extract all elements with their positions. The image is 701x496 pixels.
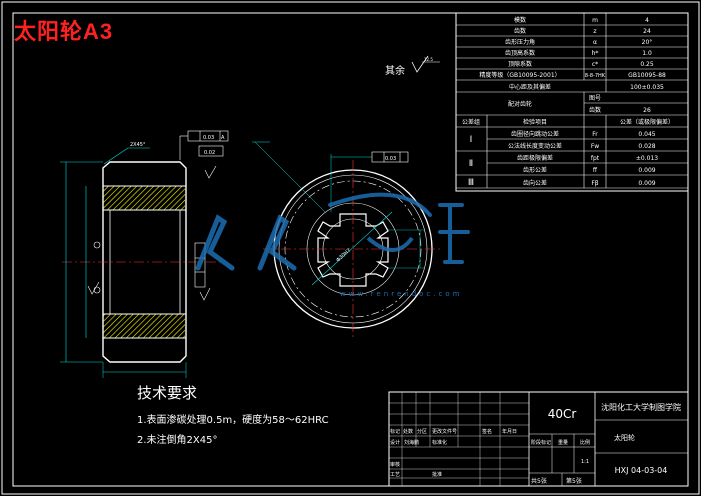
g1-item1-val: 0.045 bbox=[638, 131, 655, 138]
roughness-symbol-icon bbox=[411, 55, 440, 73]
row-val-4: 0.25 bbox=[640, 61, 654, 68]
row-sym-5: 8-8-7HK bbox=[585, 73, 606, 79]
tb-scale-value: 1:1 bbox=[581, 459, 589, 465]
tb-sign: 签名 bbox=[482, 428, 492, 435]
tb-design: 设计 bbox=[390, 439, 400, 446]
row-sym-0: m bbox=[592, 17, 598, 24]
tb-approve: 批准 bbox=[432, 471, 442, 478]
mesh-label: 配对齿轮 bbox=[508, 100, 532, 108]
row-val-3: 1.0 bbox=[642, 50, 652, 57]
tech-title: 技术要求 bbox=[137, 384, 197, 402]
row-name-2: 齿形压力角 bbox=[505, 38, 535, 46]
tooth-band-bottom bbox=[103, 314, 185, 338]
tb-craft: 工艺 bbox=[390, 472, 400, 478]
runout-right-label: 0.03 bbox=[385, 156, 396, 162]
tb-date: 年月日 bbox=[502, 428, 517, 435]
front-view bbox=[252, 141, 443, 338]
chamfer-label: 2X45° bbox=[130, 142, 146, 148]
row-sym-2: α bbox=[593, 39, 597, 46]
row-name-5: 精度等级（GB10095-2001） bbox=[479, 71, 560, 79]
row-sym-4: c* bbox=[592, 61, 598, 68]
g1-item1-sym: Fr bbox=[592, 131, 598, 138]
mesh-val: 26 bbox=[643, 107, 651, 114]
watermark-logo-icon bbox=[195, 192, 470, 271]
tb-school: 沈阳化工大学制图学院 bbox=[601, 402, 681, 412]
g3-item1-val: 0.009 bbox=[638, 180, 655, 187]
tb-count: 处数 bbox=[403, 428, 413, 435]
g2-item1-name: 齿距极限偏差 bbox=[517, 154, 553, 162]
tb-mark: 标记 bbox=[390, 428, 400, 435]
group-roman-1: Ⅰ bbox=[470, 135, 473, 145]
value-header: 公差（或极限偏差） bbox=[620, 118, 674, 126]
tb-zone: 分区 bbox=[417, 428, 427, 435]
row-val-5: GB10095-88 bbox=[628, 72, 666, 79]
g1-item1-name: 齿圈径向跳动公差 bbox=[511, 130, 559, 138]
g2-item1-val: ±0.013 bbox=[636, 155, 658, 162]
group-roman-3: Ⅲ bbox=[468, 178, 474, 188]
page-title: 太阳轮A3 bbox=[14, 19, 114, 44]
mesh-col2: 齿数 bbox=[589, 106, 601, 114]
tb-weight-label: 重量 bbox=[558, 439, 568, 446]
tb-sheet-no: 第5张 bbox=[566, 477, 582, 485]
group-header: 公差组 bbox=[462, 118, 480, 126]
g1-item2-sym: Fw bbox=[591, 143, 599, 150]
g2-item2-sym: ff bbox=[593, 167, 598, 174]
g3-item1-name: 齿向公差 bbox=[523, 179, 547, 187]
row-val-0: 4 bbox=[645, 17, 649, 24]
row-val-2: 20° bbox=[642, 39, 653, 46]
tb-part-name: 太阳轮 bbox=[614, 433, 635, 442]
tb-designer: 刘海鹏 bbox=[404, 439, 419, 446]
g2-item2-val: 0.009 bbox=[638, 167, 655, 174]
row-sym-1: z bbox=[593, 28, 596, 35]
row-name-1: 齿数 bbox=[514, 27, 526, 35]
g3-item1-sym: Fβ bbox=[591, 180, 598, 187]
tb-std: 标准化 bbox=[432, 439, 447, 446]
tooth-band-top bbox=[103, 186, 185, 210]
group-roman-2: Ⅱ bbox=[469, 159, 473, 169]
tech-note-1: 1.表面渗碳处理0.5m，硬度为58～62HRC bbox=[137, 413, 329, 426]
watermark-url: www.renrendoc.com bbox=[340, 290, 462, 298]
row-val-6: 100±0.035 bbox=[630, 84, 664, 91]
tb-drawing-no: HXJ 04-03-04 bbox=[615, 466, 668, 475]
tb-check: 审核 bbox=[390, 461, 400, 468]
mesh-col1: 图号 bbox=[589, 95, 601, 102]
row-name-0: 模数 bbox=[514, 16, 526, 24]
tb-change-doc: 更改文件号 bbox=[432, 428, 457, 435]
side-view bbox=[60, 130, 229, 378]
row-name-4: 顶隙系数 bbox=[508, 60, 532, 68]
inner-frame bbox=[12, 12, 689, 487]
row-name-6: 中心距及其偏差 bbox=[509, 83, 551, 91]
row-sym-3: h* bbox=[592, 50, 599, 57]
rest-label: 其余 bbox=[385, 64, 405, 77]
title-block: 标记 处数 分区 更改文件号 签名 年月日 设计 刘海鹏 标准化 审核 工艺 批… bbox=[388, 391, 689, 487]
rest-roughness-value: 12.5 bbox=[424, 57, 433, 62]
tech-note-2: 2.未注倒角2X45° bbox=[137, 433, 217, 446]
spline-hole bbox=[317, 213, 389, 287]
g2-item2-name: 齿形公差 bbox=[523, 166, 547, 174]
fit-label: Φ30H7 bbox=[335, 247, 352, 263]
params-table: 模数 m 4 齿数 z 24 齿形压力角 α 20° 齿顶高系数 h* 1.0 … bbox=[455, 12, 689, 192]
tb-scale-label: 比例 bbox=[580, 439, 590, 446]
row-val-1: 24 bbox=[643, 28, 651, 35]
item-header: 检验项目 bbox=[523, 118, 547, 126]
runout-left-label: 0.03 bbox=[203, 135, 214, 141]
tb-sheet-total: 共5张 bbox=[531, 477, 547, 485]
g2-item1-sym: fpt bbox=[591, 155, 600, 162]
datum-a-label: A bbox=[221, 135, 225, 141]
g1-item2-name: 公法线长度变动公差 bbox=[508, 142, 562, 150]
g1-item2-val: 0.028 bbox=[638, 143, 655, 150]
row-name-3: 齿顶高系数 bbox=[505, 49, 535, 57]
tb-stage-label: 阶段标记 bbox=[531, 439, 551, 446]
face-tol-label: 0.02 bbox=[204, 150, 215, 156]
tb-material: 40Cr bbox=[548, 407, 577, 421]
